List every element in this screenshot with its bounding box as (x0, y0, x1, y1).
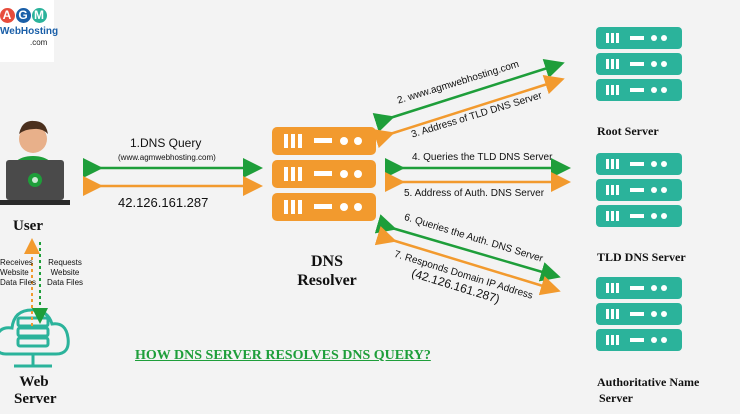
agm-logo: A G M WebHosting .com (0, 0, 58, 62)
receives-line1: Receives (0, 258, 33, 267)
web-server-label-line2: Server (14, 391, 57, 407)
requests-line3: Data Files (47, 278, 84, 287)
logo-letter-m: M (32, 8, 47, 23)
step5-label: 5. Address of Auth. DNS Server (404, 188, 545, 199)
step1-domain: (www.agmwebhosting.com) (118, 153, 216, 162)
requests-line2: Website (50, 268, 80, 277)
web-server-icon (0, 308, 70, 368)
dns-resolver-label-line1: DNS (310, 253, 343, 270)
web-server-label-line1: Web (19, 374, 49, 390)
receives-label: Receives Website Data Files (0, 258, 36, 288)
logo-letters: A G M (0, 8, 48, 23)
user-label: User (13, 218, 43, 234)
logo-tld: .com (30, 38, 48, 47)
dns-resolver-label: DNS Resolver (285, 252, 369, 290)
tld-server-label: TLD DNS Server (597, 250, 686, 264)
step4-label: 4. Queries the TLD DNS Server (412, 152, 553, 163)
diagram-title: HOW DNS SERVER RESOLVES DNS QUERY? (135, 348, 431, 363)
receives-line3: Data Files (0, 278, 37, 287)
dns-resolver-icon (272, 127, 376, 221)
auth-server-label: Authoritative Name Server (597, 374, 699, 406)
auth-server-icon (596, 277, 682, 351)
root-response-arrow (372, 75, 565, 149)
logo-letter-g: G (16, 8, 31, 23)
auth-server-label-line1: Authoritative Name (597, 375, 700, 389)
dns-resolver-label-line2: Resolver (297, 272, 357, 289)
response-ip: 42.126.161.287 (118, 195, 209, 210)
auth-server-label-line2: Server (599, 391, 633, 405)
web-server-label: Web Server (14, 374, 57, 408)
root-server-icon (596, 27, 682, 101)
requests-label: Requests Website Data Files (47, 258, 83, 288)
root-server-label: Root Server (597, 124, 659, 138)
tld-server-icon (596, 153, 682, 227)
requests-line1: Requests (48, 258, 82, 267)
step1-title: 1.DNS Query (130, 136, 202, 150)
user-icon (0, 120, 70, 205)
receives-line2: Website (0, 268, 29, 277)
logo-letter-a: A (0, 8, 15, 23)
auth-response-arrow (374, 226, 561, 296)
logo-brand: WebHosting (0, 26, 59, 37)
